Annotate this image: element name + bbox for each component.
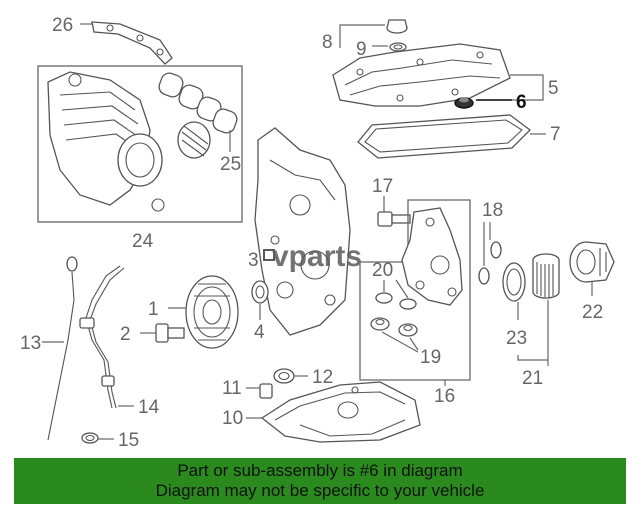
banner-line-1: Part or sub-assembly is #6 in diagram: [177, 461, 463, 480]
callout-3[interactable]: 3: [248, 250, 259, 271]
banner-line-2: Diagram may not be specific to your vehi…: [155, 481, 485, 500]
part-26-gasket: [91, 21, 173, 65]
callout-9[interactable]: 9: [356, 39, 367, 60]
callout-11[interactable]: 11: [222, 378, 242, 399]
callout-26[interactable]: 26: [52, 15, 73, 36]
callout-12[interactable]: 12: [312, 367, 333, 388]
callout-23[interactable]: 23: [506, 328, 527, 349]
callout-20[interactable]: 20: [372, 260, 393, 281]
callout-6-highlighted[interactable]: 6: [516, 92, 527, 113]
part-20-o-rings: [375, 292, 417, 310]
part-24-box: [37, 65, 243, 223]
part-12-gasket: [273, 368, 295, 384]
part-5-valve-cover: [332, 43, 511, 107]
callout-25[interactable]: 25: [220, 154, 241, 175]
callout-16[interactable]: 16: [434, 386, 455, 407]
part-22-filter-cap: [569, 241, 615, 283]
watermark-logo-icon: [263, 249, 275, 261]
part-24-intake-manifold: [47, 71, 165, 212]
callout-2[interactable]: 2: [120, 324, 131, 345]
callout-13[interactable]: 13: [20, 333, 41, 354]
callout-10[interactable]: 10: [222, 408, 243, 429]
part-10-oil-pan: [260, 381, 421, 443]
callout-15[interactable]: 15: [118, 430, 139, 451]
part-13-dipstick: [47, 256, 78, 441]
callout-14[interactable]: 14: [138, 397, 160, 418]
part-25-manifold-gasket: [158, 72, 238, 159]
part-16-filter-housing: [401, 207, 463, 306]
part-17-bolt: [377, 211, 411, 227]
callout-1[interactable]: 1: [148, 299, 159, 320]
callout-17[interactable]: 17: [372, 176, 393, 197]
part-8-oil-cap: [386, 19, 408, 34]
part-23-filter-gasket: [502, 262, 526, 302]
part-14-dipstick-guide: [79, 265, 125, 409]
part-7-gasket: [357, 114, 531, 159]
callout-19[interactable]: 19: [420, 347, 441, 368]
part-3-timing-cover: [254, 127, 351, 336]
part-6-plug-seal: [454, 97, 474, 109]
part-11-drain-plug: [259, 383, 273, 399]
callout-18[interactable]: 18: [482, 200, 503, 221]
watermark-text: vparts: [272, 240, 362, 273]
callout-8[interactable]: 8: [322, 32, 333, 53]
part-19-plugs: [370, 317, 418, 337]
callout-21[interactable]: 21: [522, 368, 543, 389]
callout-22[interactable]: 22: [582, 302, 603, 323]
info-banner: Part or sub-assembly is #6 in diagram Di…: [14, 458, 626, 504]
part-9-seal: [389, 42, 407, 52]
callout-7[interactable]: 7: [550, 124, 561, 145]
part-15-o-ring: [81, 432, 99, 444]
callout-24[interactable]: 24: [132, 231, 154, 252]
part-1-crank-pulley: [185, 275, 239, 349]
part-21-oil-filter: [532, 253, 560, 299]
callout-4[interactable]: 4: [254, 322, 265, 343]
part-2-bolt: [155, 323, 185, 343]
part-4-seal: [251, 280, 269, 304]
callout-5[interactable]: 5: [548, 78, 559, 99]
part-18-o-rings: [478, 241, 502, 285]
